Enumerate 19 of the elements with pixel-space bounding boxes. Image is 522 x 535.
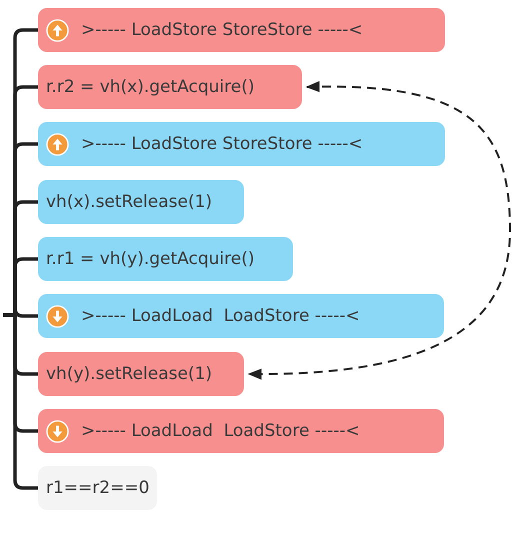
topic-box [38, 122, 445, 166]
topic-text: >----- LoadStore StoreStore -----< [81, 134, 363, 154]
topic-text: vh(x).setRelease(1) [46, 192, 212, 212]
topic-box [38, 294, 444, 338]
topic-text: >----- LoadStore StoreStore -----< [81, 20, 363, 40]
topic-box [38, 180, 244, 224]
topic-text: >----- LoadLoad LoadStore -----< [81, 306, 360, 326]
topic-box [38, 65, 302, 109]
topic-box [38, 409, 444, 453]
arrow [248, 81, 511, 380]
topic-text: vh(y).setRelease(1) [46, 364, 212, 384]
topic-box [38, 352, 244, 396]
topic-text: r.r1 = vh(y).getAcquire() [46, 249, 254, 269]
topic-text: r.r2 = vh(x).getAcquire() [46, 77, 254, 97]
topic-text: r1==r2==0 [46, 478, 150, 498]
topic-text: >----- LoadLoad LoadStore -----< [81, 421, 360, 441]
topic-box [38, 237, 293, 281]
topic-box [38, 8, 445, 52]
topic-box [38, 466, 157, 510]
